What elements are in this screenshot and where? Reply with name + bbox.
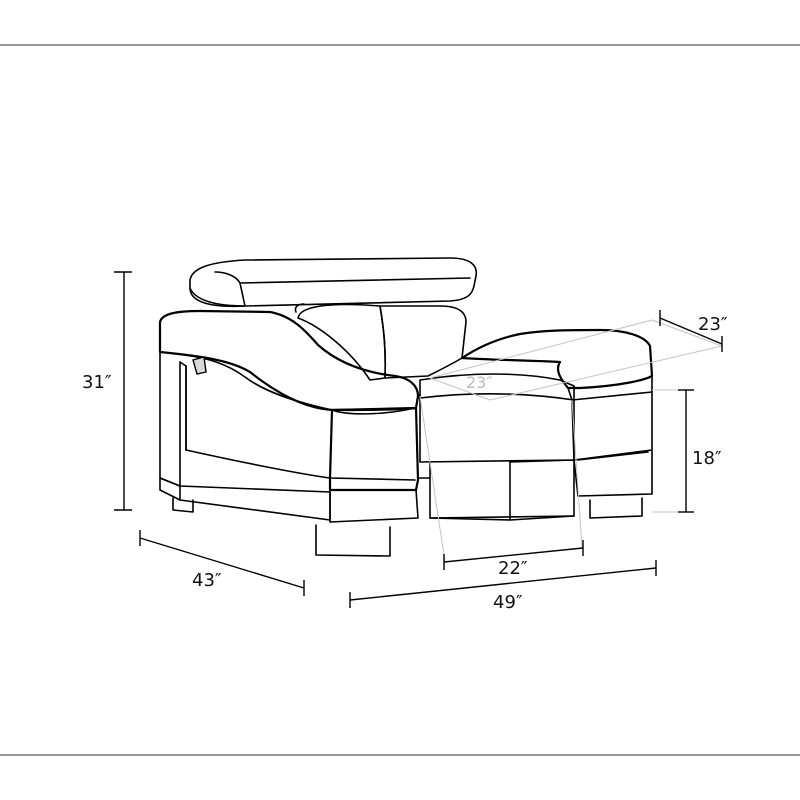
label-seat-width: 22″ bbox=[498, 558, 528, 579]
dim-seat-width bbox=[443, 540, 584, 570]
seat bbox=[417, 373, 575, 521]
right-arm bbox=[460, 328, 654, 497]
feet bbox=[172, 497, 643, 557]
label-depth-total: 43″ bbox=[192, 570, 222, 591]
armchair-outline bbox=[158, 257, 654, 557]
dim-width-total bbox=[349, 560, 657, 608]
dim-seat-height bbox=[678, 389, 694, 513]
dim-arm-depth bbox=[659, 310, 723, 352]
label-arm-depth: 23″ bbox=[698, 314, 728, 335]
label-seat-depth: 23″ bbox=[466, 373, 492, 392]
dim-depth-total bbox=[139, 530, 305, 596]
label-height-total: 31″ bbox=[82, 372, 112, 393]
label-width-total: 49″ bbox=[493, 592, 523, 613]
headrest bbox=[189, 257, 478, 308]
backrest bbox=[294, 303, 467, 381]
dim-height-total bbox=[114, 271, 132, 511]
faint-guides bbox=[419, 319, 723, 563]
left-arm bbox=[158, 309, 421, 523]
label-seat-height: 18″ bbox=[692, 448, 722, 469]
